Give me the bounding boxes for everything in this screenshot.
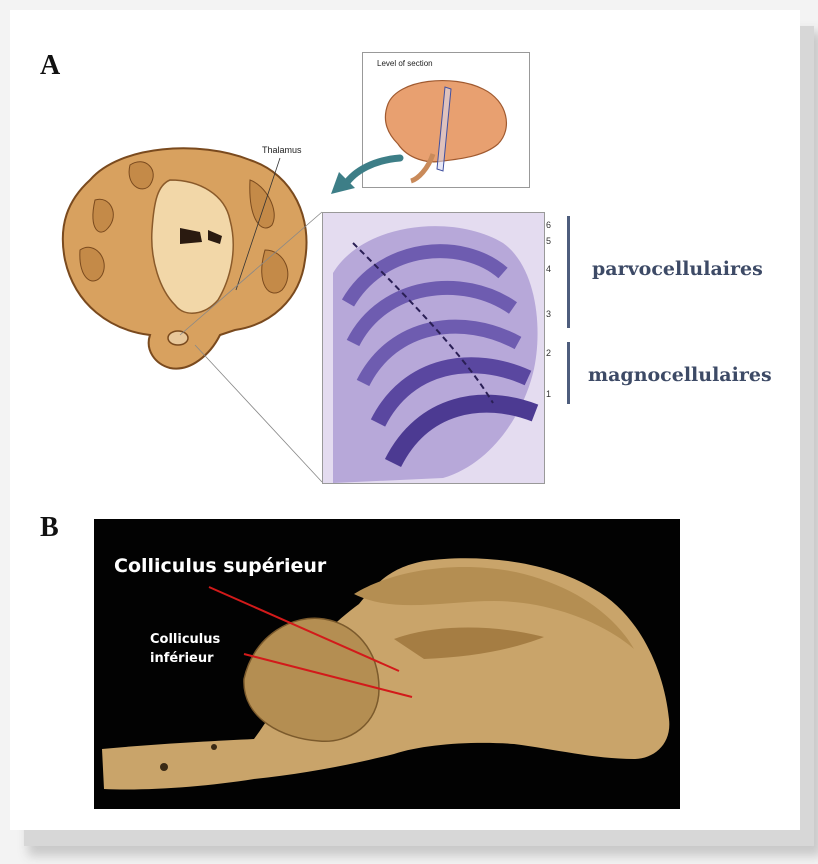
parvocellular-bracket: [567, 216, 570, 328]
layer-number-6: 6: [546, 220, 551, 230]
panel-b-letter: B: [40, 512, 59, 544]
layer-number-2: 2: [546, 348, 551, 358]
layer-number-5: 5: [546, 236, 551, 246]
pointer-lines: [94, 519, 680, 809]
sagittal-brain-photo: Colliculus supérieur Colliculus inférieu…: [94, 519, 680, 809]
magnocellular-label: magnocellulaires: [588, 364, 772, 386]
lgn-section-micrograph: [322, 212, 545, 484]
layer-number-4: 4: [546, 264, 551, 274]
magnocellular-bracket: [567, 342, 570, 404]
parvocellular-label: parvocellulaires: [592, 258, 763, 280]
layer-number-3: 3: [546, 309, 551, 319]
layer-number-1: 1: [546, 389, 551, 399]
